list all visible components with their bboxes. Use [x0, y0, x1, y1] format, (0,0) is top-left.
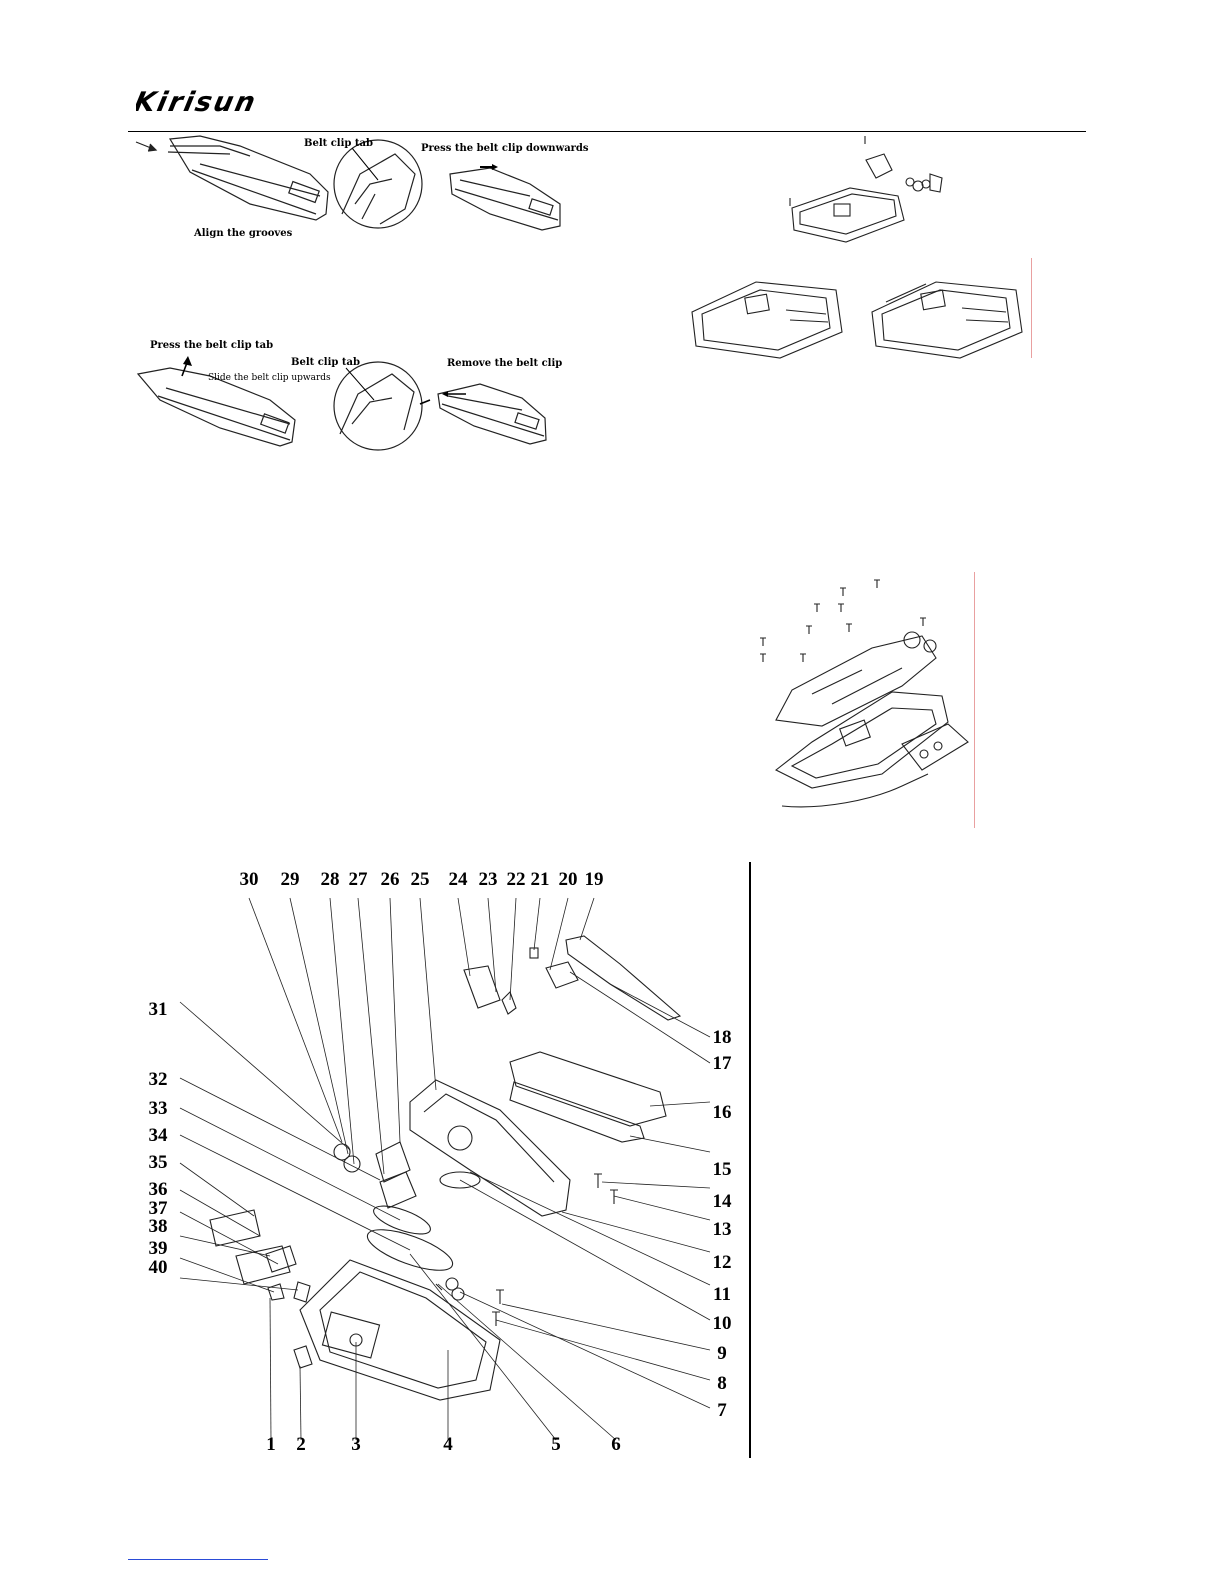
part-label-12: 12	[710, 1253, 734, 1272]
part-label-16: 16	[710, 1103, 734, 1122]
part-label-8: 8	[710, 1374, 734, 1393]
part-label-21: 21	[528, 870, 552, 889]
logo-wordmark: Kirisun	[136, 87, 258, 116]
part-label-31: 31	[146, 1000, 170, 1019]
part-label-33: 33	[146, 1099, 170, 1118]
remove-belt-clip-label: Remove the belt clip	[447, 359, 562, 369]
part-label-7: 7	[710, 1401, 734, 1420]
install-press-down-label: Press the belt clip downwards	[421, 144, 589, 154]
part-label-10: 10	[710, 1314, 734, 1333]
part-label-6: 6	[604, 1435, 628, 1454]
part-label-24: 24	[446, 870, 470, 889]
part-label-28: 28	[318, 870, 342, 889]
exploded-view-divider	[749, 862, 751, 1458]
part-label-20: 20	[556, 870, 580, 889]
kirisun-logo: Kirisun	[136, 86, 262, 116]
part-label-30: 30	[237, 870, 261, 889]
part-label-17: 17	[710, 1054, 734, 1073]
part-label-14: 14	[710, 1192, 734, 1211]
part-label-2: 2	[289, 1435, 313, 1454]
part-label-39: 39	[146, 1239, 170, 1258]
part-label-13: 13	[710, 1220, 734, 1239]
part-label-38: 38	[146, 1217, 170, 1236]
part-label-27: 27	[346, 870, 370, 889]
part-label-4: 4	[436, 1435, 460, 1454]
part-label-35: 35	[146, 1153, 170, 1172]
part-label-23: 23	[476, 870, 500, 889]
part-label-36: 36	[146, 1180, 170, 1199]
part-label-22: 22	[504, 870, 528, 889]
part-label-1: 1	[259, 1435, 283, 1454]
margin-mark-1	[1031, 258, 1032, 358]
install-tab-label: Belt clip tab	[304, 139, 373, 149]
part-label-29: 29	[278, 870, 302, 889]
screws	[760, 580, 926, 662]
exploded-view-drawing	[170, 880, 740, 1450]
part-label-15: 15	[710, 1160, 734, 1179]
part-label-18: 18	[710, 1028, 734, 1047]
part-label-11: 11	[710, 1285, 734, 1304]
install-align-label: Align the grooves	[194, 229, 292, 239]
part-label-25: 25	[408, 870, 432, 889]
part-label-40: 40	[146, 1258, 170, 1277]
remove-slide-up-label: Slide the belt clip upwards	[208, 374, 331, 383]
rear-case-assembled-left	[686, 262, 848, 360]
part-label-9: 9	[710, 1344, 734, 1363]
remove-press-tab-label: Press the belt clip tab	[150, 341, 273, 351]
part-label-5: 5	[544, 1435, 568, 1454]
part-label-19: 19	[582, 870, 606, 889]
rear-case-exploded-figure	[780, 130, 950, 248]
remove-tab-label: Belt clip tab	[291, 358, 360, 368]
chassis-pcb-exploded-figure	[752, 574, 972, 826]
part-label-3: 3	[344, 1435, 368, 1454]
part-label-32: 32	[146, 1070, 170, 1089]
margin-mark-2	[974, 572, 975, 828]
part-label-34: 34	[146, 1126, 170, 1145]
footer-rule	[128, 1559, 268, 1560]
rear-case-assembled-right	[866, 262, 1028, 360]
part-label-26: 26	[378, 870, 402, 889]
